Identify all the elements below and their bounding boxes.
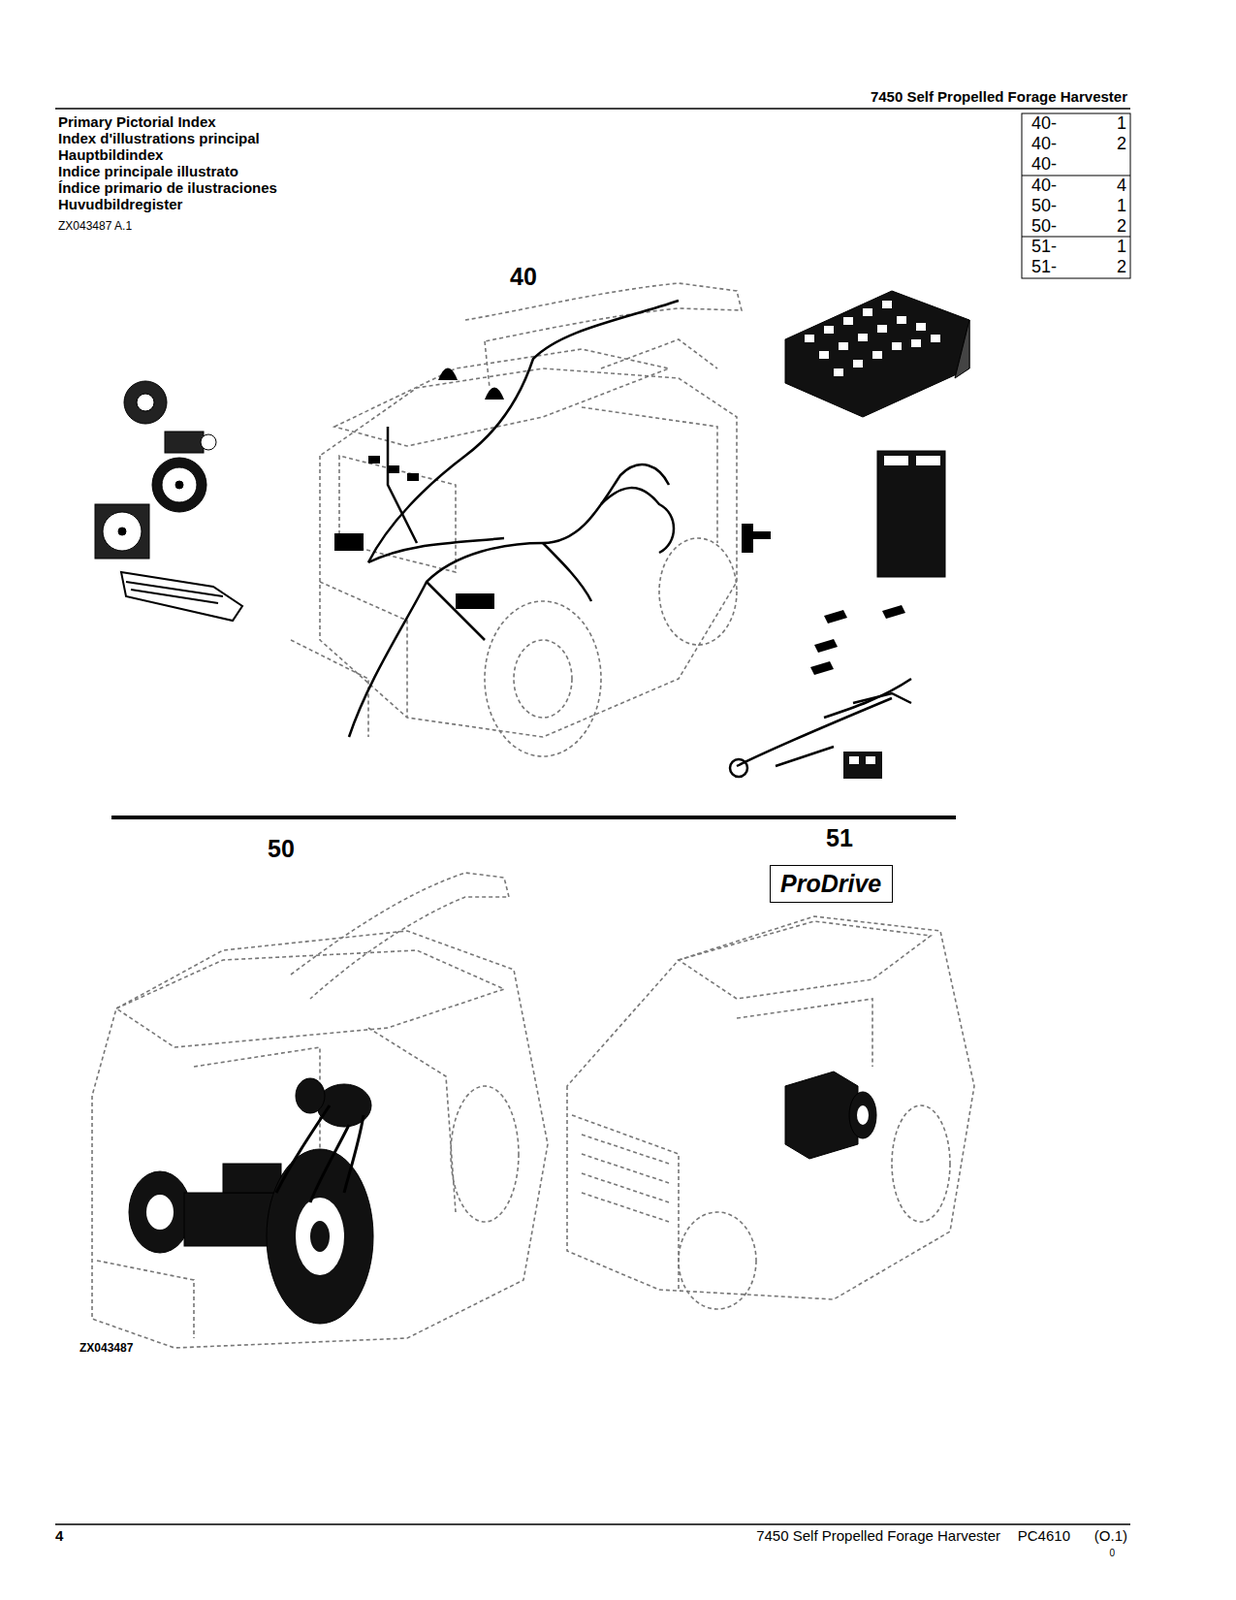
- table-cell: 4: [1116, 176, 1127, 196]
- table-cell: 50-: [1031, 217, 1057, 237]
- brand-label: ProDrive: [780, 869, 883, 898]
- table-cell: 1: [1116, 114, 1127, 134]
- index-heading: Índice primario de ilustraciones: [58, 180, 278, 197]
- callout-number: 40: [509, 263, 538, 291]
- table-cell: 40-: [1031, 114, 1057, 134]
- table-cell: 40-: [1031, 134, 1057, 155]
- index-heading: Primary Pictorial Index: [58, 114, 217, 131]
- footer-text: (O.1): [1094, 1527, 1128, 1545]
- figure-id: ZX043487 A.1: [58, 220, 132, 233]
- table-cell: 40-: [1031, 155, 1057, 175]
- table-cell: 2: [1116, 257, 1127, 278]
- table-cell: 2: [1116, 134, 1127, 155]
- label-box: ProDrive: [769, 864, 893, 903]
- table-cell: 1: [1116, 237, 1127, 257]
- table-cell: 51-: [1031, 257, 1057, 278]
- index-heading: Indice principale illustrato: [58, 163, 239, 181]
- table-cell: 40-: [1031, 176, 1057, 196]
- figure-id: ZX043487: [79, 1341, 133, 1355]
- index-heading: Index d'illustrations principal: [58, 130, 260, 148]
- table-cell: 2: [1116, 217, 1127, 237]
- footer-text: 0: [1109, 1547, 1115, 1558]
- table-cell: 1: [1116, 196, 1127, 217]
- index-heading: Hauptbildindex: [58, 147, 163, 164]
- table-cell: 51-: [1031, 237, 1057, 257]
- callout-number: 50: [267, 835, 295, 863]
- footer-text: 7450 Self Propelled Forage Harvester: [756, 1527, 1001, 1545]
- index-heading: Huvudbildregister: [58, 196, 183, 214]
- table-cell: 50-: [1031, 196, 1057, 217]
- callout-number: 51: [825, 824, 854, 853]
- footer-text: PC4610: [1017, 1527, 1071, 1545]
- page-number: 4: [55, 1527, 64, 1545]
- header-title: 7450 Self Propelled Forage Harvester: [870, 89, 1128, 106]
